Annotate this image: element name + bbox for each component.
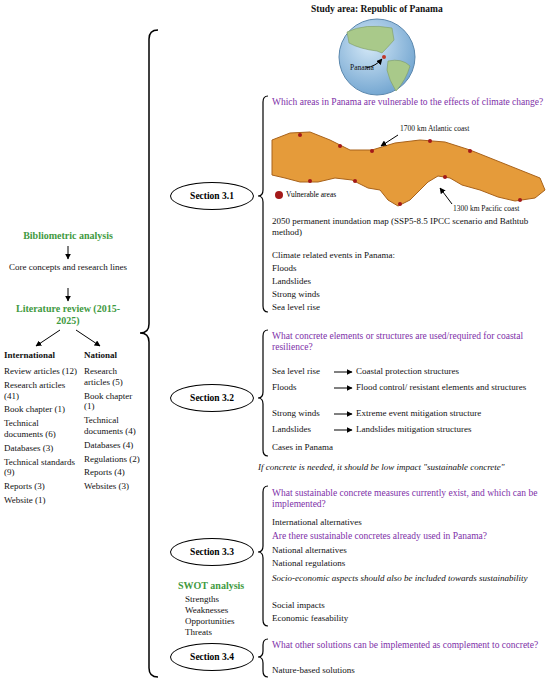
list-heading: Climate related events in Panama: [272, 250, 395, 261]
note: If concrete is needed, it should be low … [258, 462, 546, 473]
research-question: Are there sustainable concretes already … [272, 531, 544, 542]
north-america [347, 26, 394, 53]
source-count: Regulations (2) [84, 454, 140, 465]
pair-arrow [334, 372, 352, 373]
research-question: Which areas in Panama are vulnerable to … [272, 97, 544, 108]
research-question: What sustainable concrete measures curre… [272, 488, 544, 511]
section-label: Section 3.1 [190, 191, 234, 201]
list-item: Cases in Panama [272, 442, 333, 453]
section-brace [258, 486, 268, 626]
swot-item: Opportunities [185, 616, 235, 627]
structure-item: Flood control/ resistant elements and st… [356, 382, 544, 393]
section-oval: Section 3.2 [170, 384, 254, 412]
source-count: Research articles (41) [4, 380, 78, 402]
method-step: Literature review (2015-2025) [8, 303, 128, 327]
panama-map [272, 132, 545, 206]
structure-item: Coastal protection structures [356, 366, 544, 377]
source-count: Reports (3) [4, 481, 78, 492]
list-item: Social impacts [272, 600, 325, 611]
method-step: Core concepts and research lines [8, 262, 128, 273]
pair-arrow [334, 430, 352, 431]
legend-swatch [275, 191, 283, 199]
source-count: Technical standards (9) [4, 457, 78, 479]
source-count: Website (1) [4, 495, 78, 506]
section-label: Section 3.2 [190, 393, 234, 403]
section-brace [258, 639, 268, 677]
pair-arrow [334, 414, 352, 415]
method-step: Bibliometric analysis [8, 230, 128, 242]
flow-arrow [68, 246, 69, 259]
research-question: What concrete elements or structures are… [272, 331, 544, 354]
globe [339, 19, 415, 95]
list-item: International alternatives [272, 517, 362, 528]
swot-item: Weaknesses [185, 605, 228, 616]
note: Socio-economic aspects should also be in… [272, 573, 544, 584]
hazard-item: Floods [272, 382, 297, 393]
source-count: Websites (3) [84, 481, 140, 492]
hazard-item: Strong winds [272, 408, 320, 419]
section-label: Section 3.4 [190, 652, 234, 662]
list-item: Sea level rise [272, 302, 320, 313]
map-annotation: 1700 km Atlantic coast [399, 124, 470, 133]
column-heading: National [84, 350, 117, 361]
list-item: Nature-based solutions [272, 665, 355, 676]
swot-item: Threats [185, 627, 212, 638]
study-area-title: Study area: Republic of Panama [311, 4, 443, 15]
method-label: SWOT analysis [178, 580, 244, 592]
source-count: Book chapter (1) [84, 391, 140, 413]
list-item: Landslides [272, 276, 311, 287]
legend-text: Vulnerable areas [286, 190, 336, 199]
callout-label: Panama [350, 63, 374, 72]
atlantic-arrow [381, 135, 398, 146]
list-item: National alternatives [272, 545, 347, 556]
main-brace [140, 30, 158, 677]
structure-item: Landslides mitigation structures [356, 424, 544, 435]
swot-item: Strengths [185, 594, 219, 605]
panama-dot [382, 55, 386, 59]
map-note: 2050 permanent inundation map (SSP5-8.5 … [272, 216, 544, 238]
list-item: Economic feasability [272, 613, 348, 624]
section-label: Section 3.3 [190, 547, 234, 557]
source-count: Review articles (12) [4, 366, 78, 377]
structure-item: Extreme event mitigation structure [356, 408, 544, 419]
hazard-item: Landslides [272, 424, 311, 435]
map-annotation: 1300 km Pacific coast [452, 204, 520, 213]
source-count: Technical documents (6) [4, 418, 78, 440]
source-count: Research articles (5) [84, 366, 140, 388]
list-item: National regulations [272, 558, 345, 569]
source-count: Databases (4) [84, 440, 140, 451]
source-count: Technical documents (4) [84, 415, 140, 437]
list-item: Floods [272, 263, 297, 274]
section-oval: Section 3.1 [170, 182, 254, 210]
flow-arrow [68, 288, 69, 301]
hazard-item: Sea level rise [272, 366, 320, 377]
source-count: Databases (3) [4, 443, 78, 454]
source-count: Reports (4) [84, 467, 140, 478]
south-america [387, 60, 410, 91]
split-arrow [76, 330, 100, 346]
column-heading: International [4, 350, 55, 361]
section-oval: Section 3.3 [170, 538, 254, 566]
source-count: Book chapter (1) [4, 404, 78, 415]
section-brace [258, 96, 268, 312]
pair-arrow [334, 388, 352, 389]
pacific-arrow [440, 188, 452, 204]
split-arrow [36, 330, 60, 346]
section-oval: Section 3.4 [170, 643, 254, 671]
list-item: Strong winds [272, 289, 320, 300]
research-question: What other solutions can be implemented … [272, 640, 544, 651]
section-brace [258, 330, 268, 456]
